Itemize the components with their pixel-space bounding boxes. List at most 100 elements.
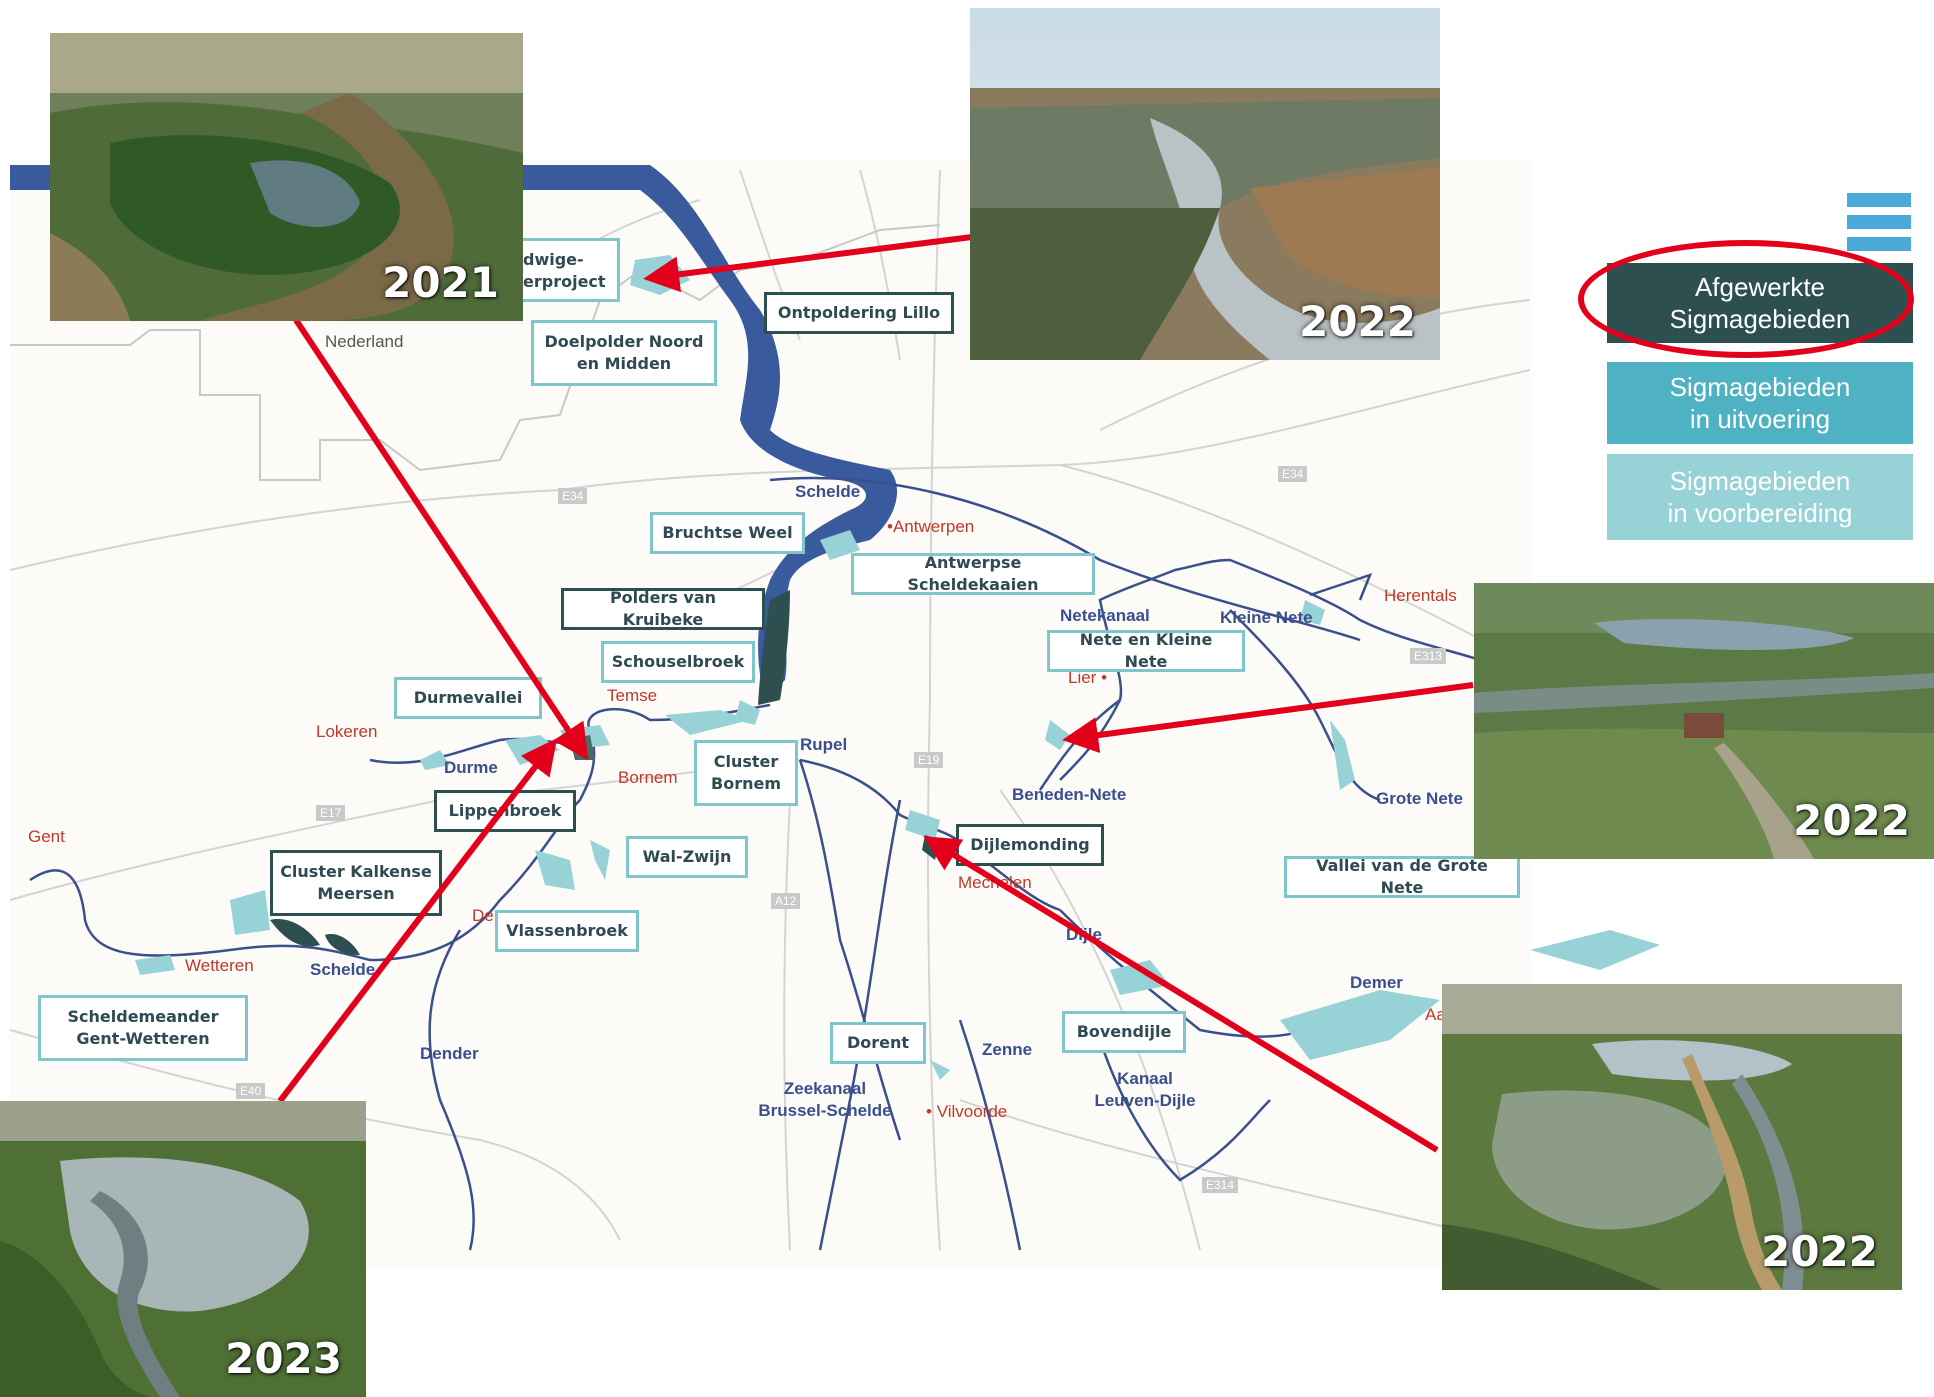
kanaal-line2: Leuven-Dijle	[1094, 1091, 1196, 1110]
city-herentals-label: Herentals	[1384, 586, 1457, 605]
photo-2022-dijle-image	[1442, 984, 1902, 1290]
photo-2022-dijle[interactable]: 2022	[1442, 984, 1902, 1290]
legend-preparation-line1: Sigmagebieden	[1669, 466, 1851, 496]
menu-bar-2	[1847, 215, 1911, 229]
area-label-kruibeke[interactable]: Polders van Kruibeke	[561, 588, 765, 630]
city-antwerpen: •Antwerpen	[887, 517, 975, 536]
menu-bar-1	[1847, 193, 1911, 207]
road-e34-west: E34	[558, 488, 588, 504]
road-e314: E314	[1202, 1177, 1239, 1193]
river-label-grote-nete: Grote Nete	[1376, 789, 1463, 808]
river-label-schelde-north: Schelde	[795, 482, 861, 501]
doelpolder-line1: Doelpolder Noord	[544, 332, 704, 351]
photo-2023[interactable]: 2023	[0, 1101, 366, 1397]
river-label-demer: Demer	[1350, 973, 1403, 992]
river-label-zenne: Zenne	[982, 1040, 1033, 1059]
road-e19: E19	[914, 752, 944, 768]
area-label-vlassenbroek[interactable]: Vlassenbroek	[495, 910, 639, 952]
city-dendermonde-label: De	[472, 906, 494, 925]
area-label-scheldekaaien[interactable]: Antwerpse Scheldekaaien	[851, 553, 1095, 595]
river-label-rupel: Rupel	[800, 735, 848, 754]
city-mechelen-label: Mechelen	[958, 873, 1032, 892]
area-label-wal-zwijn[interactable]: Wal-Zwijn	[626, 836, 748, 878]
zeekanaal-line1: Zeekanaal	[783, 1079, 867, 1098]
city-lokeren-label: Lokeren	[316, 722, 378, 741]
menu-bar-3	[1847, 237, 1911, 251]
area-label-bruchtse[interactable]: Bruchtse Weel	[650, 512, 805, 554]
legend-in-progress: Sigmagebieden in uitvoering	[1607, 362, 1913, 444]
grote-nete-vallei-line1: Vallei van de Grote Nete	[1316, 856, 1488, 897]
area-kruibeke-shape	[758, 590, 790, 705]
area-label-dijlemonding[interactable]: Dijlemonding	[956, 824, 1104, 866]
city-dendermonde: De	[472, 906, 494, 926]
schouselbroek-line1: Schouselbroek	[611, 652, 745, 671]
area-label-nete-kleine-nete[interactable]: Nete en Kleine Nete	[1047, 630, 1245, 672]
river-label-kanaal-leuven-dijle: Kanaal Leuven-Dijle	[1080, 1068, 1210, 1112]
city-temse-label: Temse	[607, 686, 658, 705]
photo-2023-year: 2023	[225, 1334, 342, 1383]
area-label-bovendijle[interactable]: Bovendijle	[1062, 1011, 1186, 1053]
lillo-line1: Ontpoldering Lillo	[777, 303, 941, 322]
area-label-hedwige[interactable]: dwige- erproject	[514, 238, 620, 302]
city-vilvoorde-label: Vilvoorde	[936, 1102, 1008, 1121]
city-antwerpen-label: Antwerpen	[892, 517, 975, 536]
area-label-dorent[interactable]: Dorent	[830, 1022, 926, 1064]
photo-2022-lillo-year: 2022	[1299, 297, 1416, 346]
kalkense-line2: Meersen	[317, 884, 395, 903]
city-gent: Gent	[28, 827, 65, 847]
river-label-durme: Durme	[444, 758, 498, 777]
kalkense-line1: Cluster Kalkense	[280, 862, 432, 881]
scheldemeander-line1: Scheldemeander	[67, 1007, 219, 1026]
area-label-cluster-bornem[interactable]: Cluster Bornem	[694, 740, 798, 806]
photo-2021-year: 2021	[382, 258, 499, 307]
photo-2022-lillo-image	[970, 8, 1440, 360]
area-label-kalkense[interactable]: Cluster Kalkense Meersen	[270, 850, 442, 916]
legend-highlight-ellipse	[1578, 240, 1914, 358]
legend-preparation-line2: in voorbereiding	[1667, 498, 1853, 528]
kanaal-line1: Kanaal	[1117, 1069, 1173, 1088]
road-e40: E40	[236, 1083, 266, 1099]
city-lokeren: Lokeren	[316, 722, 377, 742]
photo-2022-nete-image	[1474, 583, 1934, 859]
city-temse: Temse	[607, 686, 657, 706]
cluster-bornem-line1: Cluster	[713, 752, 779, 771]
legend-in-progress-line1: Sigmagebieden	[1669, 372, 1851, 402]
bruchtse-line1: Bruchtse Weel	[662, 523, 793, 542]
river-label-schelde-south: Schelde	[310, 960, 376, 979]
river-label-dender: Dender	[420, 1044, 479, 1063]
river-label-beneden-nete: Beneden-Nete	[1012, 785, 1127, 804]
area-label-lillo[interactable]: Ontpoldering Lillo	[764, 292, 954, 334]
country-label-nederland: Nederland	[325, 332, 404, 351]
photo-2022-nete-year: 2022	[1793, 796, 1910, 845]
area-label-lippenbroek[interactable]: Lippenbroek	[434, 790, 576, 832]
vlassenbroek-line1: Vlassenbroek	[506, 921, 628, 940]
lippenbroek-line1: Lippenbroek	[448, 801, 562, 820]
dorent-line1: Dorent	[846, 1033, 910, 1052]
doelpolder-line2: en Midden	[576, 354, 672, 373]
menu-icon[interactable]	[1847, 193, 1911, 253]
area-label-grote-nete-vallei[interactable]: Vallei van de Grote Nete	[1284, 856, 1520, 898]
river-label-dijle: Dijle	[1066, 925, 1102, 944]
area-label-durmevallei[interactable]: Durmevallei	[394, 677, 542, 719]
hedwige-line2: erproject	[523, 272, 606, 291]
river-label-zeekanaal: Zeekanaal Brussel-Schelde	[750, 1078, 900, 1122]
scheldekaaien-line1: Antwerpse Scheldekaaien	[907, 553, 1039, 594]
river-label-kleine-nete: Kleine Nete	[1220, 608, 1313, 627]
area-label-scheldemeander[interactable]: Scheldemeander Gent-Wetteren	[38, 995, 248, 1061]
kruibeke-line1: Polders van Kruibeke	[609, 588, 717, 629]
road-e34-east: E34	[1278, 466, 1308, 482]
hedwige-line1: dwige-	[523, 250, 584, 269]
zeekanaal-line2: Brussel-Schelde	[758, 1101, 892, 1120]
photo-2021[interactable]: 2021	[50, 33, 523, 321]
photo-2022-dijle-year: 2022	[1761, 1227, 1878, 1276]
city-bornem-label: Bornem	[618, 768, 678, 787]
area-label-schouselbroek[interactable]: Schouselbroek	[601, 641, 755, 683]
photo-2023-image	[0, 1101, 366, 1397]
city-bornem: Bornem	[618, 768, 678, 788]
photo-2022-lillo[interactable]: 2022	[970, 8, 1440, 360]
scheldemeander-line2: Gent-Wetteren	[76, 1029, 210, 1048]
area-label-doelpolder[interactable]: Doelpolder Noord en Midden	[531, 320, 717, 386]
dijlemonding-line1: Dijlemonding	[970, 835, 1090, 854]
photo-2022-nete[interactable]: 2022	[1474, 583, 1934, 859]
city-herentals: Herentals	[1384, 586, 1457, 605]
